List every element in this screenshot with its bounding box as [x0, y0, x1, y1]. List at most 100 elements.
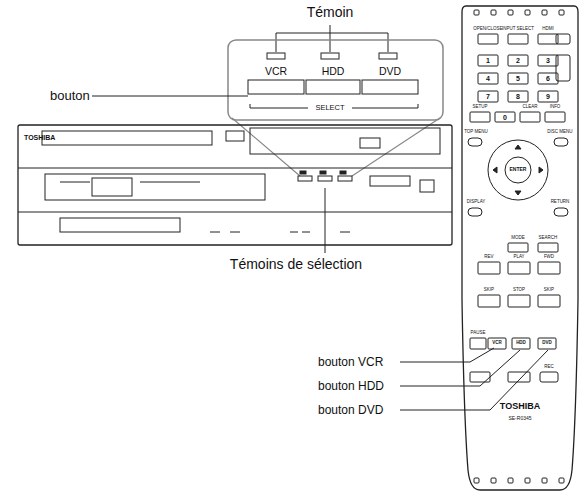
- remote-button: [478, 91, 498, 102]
- key-label: FWD: [544, 255, 554, 260]
- model-number: SE-R0345: [508, 416, 531, 421]
- key-label: MODE: [511, 236, 525, 241]
- remote-button: [470, 338, 486, 349]
- decor-square: [474, 10, 479, 15]
- key-number: 6: [546, 75, 550, 82]
- leader-line: [325, 188, 326, 253]
- dpad: [488, 140, 548, 200]
- front-cover: [60, 218, 180, 232]
- remote-button: [538, 55, 558, 66]
- remote-button: [508, 91, 528, 102]
- menu-button: [468, 138, 482, 146]
- select-button: [338, 176, 352, 181]
- key-label: SEARCH: [539, 236, 558, 241]
- remote-button: [508, 262, 530, 274]
- callout-label: bouton VCR: [318, 356, 383, 368]
- key-label: VCR: [492, 341, 502, 346]
- select-button: [362, 80, 418, 94]
- key-number: 4: [486, 75, 490, 82]
- zoom-line: [232, 118, 440, 176]
- remote-button: [478, 262, 500, 274]
- indicator: [267, 53, 285, 59]
- channel-button: [556, 55, 570, 81]
- key-label: OPEN/CLOSE: [473, 27, 502, 32]
- display-button: [468, 208, 482, 216]
- indicator: [340, 171, 346, 174]
- remote-button: [508, 243, 528, 252]
- leader-line: [400, 350, 548, 410]
- remote-button: [470, 372, 490, 382]
- indicator: [321, 53, 339, 59]
- display: [92, 178, 132, 196]
- remote-button: [495, 112, 515, 122]
- display: [226, 131, 244, 141]
- decor-square: [559, 478, 564, 483]
- brand-logo: TOSHIBA: [500, 402, 540, 411]
- remote-button: [538, 34, 558, 44]
- decor-square: [474, 478, 479, 483]
- callout-label: bouton DVD: [318, 404, 383, 416]
- remote-button: [545, 112, 565, 122]
- cassette-slot: [42, 131, 212, 145]
- group-label: SELECT: [315, 104, 344, 112]
- arrow-keys: [493, 145, 543, 195]
- enter-button: [505, 157, 531, 183]
- decor-square: [525, 478, 530, 483]
- indicator: [300, 171, 306, 174]
- key-label: SKIP: [484, 288, 494, 293]
- decor-square: [542, 10, 547, 15]
- decor-square: [525, 10, 530, 15]
- key-number: 2: [516, 57, 520, 64]
- indicator: [320, 171, 326, 174]
- key-label: HDD: [516, 341, 526, 346]
- key-number: 7: [486, 93, 490, 100]
- button-label: DVD: [379, 66, 401, 77]
- button-row: [60, 182, 200, 183]
- key-label: ENTER: [510, 167, 527, 172]
- key-number: 5: [516, 75, 520, 82]
- leader-line: [400, 350, 520, 386]
- decor-square: [542, 478, 547, 483]
- select-button: [298, 176, 312, 181]
- leader-line: [400, 348, 494, 362]
- key-label: RETURN: [551, 200, 570, 205]
- key-label: STOP: [513, 288, 525, 293]
- disc-tray: [45, 174, 265, 200]
- remote-button: [538, 91, 558, 102]
- callout-box: [228, 40, 443, 120]
- key-label: HDMI: [542, 27, 554, 32]
- callout-label: Témoins de sélection: [230, 257, 362, 271]
- key-label: DISPLAY: [467, 200, 486, 205]
- remote-button: [478, 55, 498, 66]
- front-detail: [210, 232, 350, 233]
- remote-button: [508, 372, 530, 382]
- remote-button: [478, 295, 500, 307]
- leader-line: [276, 25, 388, 52]
- remote-button: [508, 73, 528, 84]
- remote-button: [538, 243, 558, 252]
- remote-button: [538, 338, 556, 349]
- remote-button: [538, 295, 560, 307]
- decor-square: [508, 478, 513, 483]
- remote-button: [478, 73, 498, 84]
- remote-button: [508, 34, 528, 44]
- remote-button: [470, 112, 490, 122]
- rec-button: [540, 372, 558, 382]
- decor-square: [508, 10, 513, 15]
- return-button: [554, 208, 568, 216]
- key-number: 3: [546, 57, 550, 64]
- indicator: [379, 53, 397, 59]
- callout-label: bouton HDD: [318, 380, 384, 392]
- select-button: [248, 80, 304, 94]
- key-label: REV: [484, 255, 493, 260]
- callout-label: bouton: [50, 89, 90, 102]
- remote-button: [508, 295, 530, 307]
- display-window: [250, 128, 440, 154]
- decor-square: [491, 10, 496, 15]
- key-label: CLEAR: [522, 105, 537, 110]
- key-number: 9: [546, 93, 550, 100]
- key-number: 1: [486, 57, 490, 64]
- button-group: [370, 176, 410, 186]
- button-label: VCR: [265, 66, 287, 77]
